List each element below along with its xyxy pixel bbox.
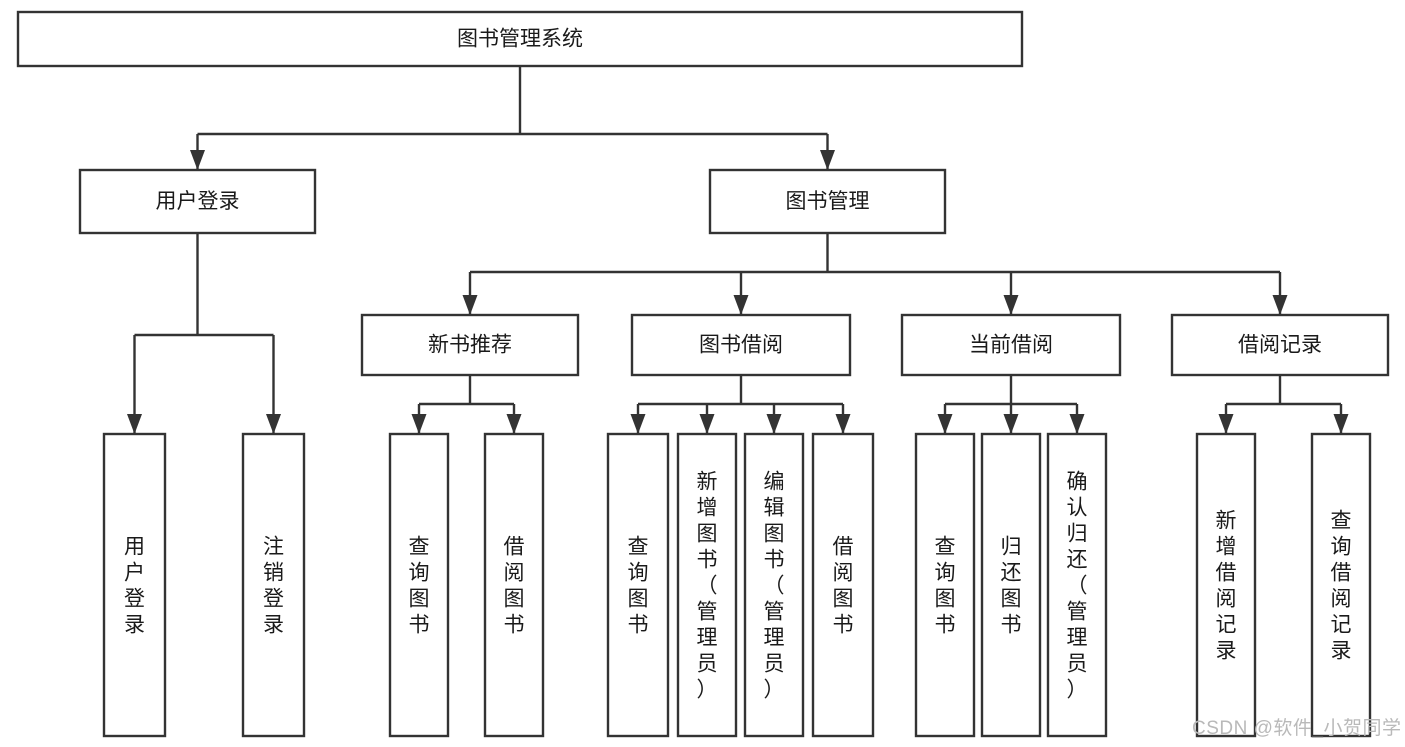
node-root[interactable]: 图书管理系统	[16, 10, 1024, 68]
node-box	[914, 432, 976, 738]
node-box	[630, 313, 852, 377]
arrow-head-icon	[1003, 295, 1019, 315]
arrow-head-icon	[1272, 295, 1288, 315]
node-leaf-user-login[interactable]: 用户登录	[102, 432, 167, 738]
node-box	[743, 432, 805, 738]
arrow-head-icon	[1333, 414, 1349, 434]
arrow-head-icon	[1218, 414, 1234, 434]
arrow-head-icon	[699, 414, 715, 434]
arrow-head-icon	[766, 414, 782, 434]
node-box	[980, 432, 1042, 738]
arrow-head-icon	[937, 414, 953, 434]
arrow-head-icon	[733, 295, 749, 315]
node-box	[241, 432, 306, 738]
node-leaf-current-return[interactable]: 归还图书	[980, 432, 1042, 738]
arrow-head-icon	[820, 150, 835, 170]
node-box	[606, 432, 670, 738]
node-leaf-borrow-lend[interactable]: 借阅图书	[811, 432, 875, 738]
node-box	[1170, 313, 1390, 377]
node-label: 用户登录	[124, 535, 145, 636]
arrow-head-icon	[127, 414, 142, 434]
arrow-head-icon	[1069, 414, 1085, 434]
node-borrow[interactable]: 图书借阅	[630, 313, 852, 377]
node-box	[708, 168, 947, 235]
node-label: 确认归还（管理员）	[1067, 470, 1088, 701]
node-label: 查询图书	[935, 535, 956, 636]
node-current[interactable]: 当前借阅	[900, 313, 1122, 377]
arrow-head-icon	[411, 414, 427, 434]
node-box	[102, 432, 167, 738]
arrow-head-icon	[630, 414, 646, 434]
node-label: 当前借阅	[969, 334, 1053, 357]
node-login[interactable]: 用户登录	[78, 168, 317, 235]
node-leaf-current-confirm[interactable]: 确认归还（管理员）	[1046, 432, 1108, 738]
node-label: 借阅记录	[1238, 334, 1322, 357]
node-label: 编辑图书（管理员）	[764, 470, 785, 701]
arrow-head-icon	[266, 414, 281, 434]
node-bookmgmt[interactable]: 图书管理	[708, 168, 947, 235]
node-label: 用户登录	[156, 190, 240, 213]
node-label: 新增图书（管理员）	[697, 470, 718, 701]
node-label: 借阅图书	[833, 535, 854, 636]
node-leaf-records-query[interactable]: 查询借阅记录	[1310, 432, 1372, 738]
node-box	[811, 432, 875, 738]
node-label: 新书推荐	[428, 334, 512, 357]
node-leaf-user-logout[interactable]: 注销登录	[241, 432, 306, 738]
node-label: 新增借阅记录	[1216, 509, 1237, 662]
node-label: 注销登录	[263, 535, 284, 636]
node-label: 图书管理	[786, 190, 870, 213]
arrow-head-icon	[1003, 414, 1019, 434]
node-box	[483, 432, 545, 738]
node-leaf-borrow-add[interactable]: 新增图书（管理员）	[676, 432, 738, 738]
csdn-watermark: CSDN @软件_小贺同学	[1192, 718, 1402, 739]
node-leaf-current-query[interactable]: 查询图书	[914, 432, 976, 738]
node-layer: 图书管理系统用户登录图书管理新书推荐图书借阅当前借阅借阅记录用户登录注销登录查询…	[16, 10, 1390, 738]
arrow-head-icon	[190, 150, 205, 170]
node-label: 查询图书	[409, 535, 430, 636]
node-box	[78, 168, 317, 235]
node-label: 归还图书	[1001, 535, 1022, 636]
arrow-head-icon	[462, 295, 478, 315]
node-leaf-borrow-query[interactable]: 查询图书	[606, 432, 670, 738]
node-leaf-records-add[interactable]: 新增借阅记录	[1195, 432, 1257, 738]
arrow-head-icon	[835, 414, 851, 434]
node-box	[1195, 432, 1257, 738]
node-box	[676, 432, 738, 738]
node-box	[900, 313, 1122, 377]
connector-layer	[127, 66, 1349, 434]
node-records[interactable]: 借阅记录	[1170, 313, 1390, 377]
node-label: 借阅图书	[504, 535, 525, 636]
node-label: 查询借阅记录	[1331, 509, 1352, 662]
node-box	[1046, 432, 1108, 738]
arrow-head-icon	[506, 414, 522, 434]
node-label: 图书借阅	[699, 334, 783, 357]
node-leaf-borrow-edit[interactable]: 编辑图书（管理员）	[743, 432, 805, 738]
node-label: 查询图书	[628, 535, 649, 636]
node-newbook[interactable]: 新书推荐	[360, 313, 580, 377]
node-box	[1310, 432, 1372, 738]
node-box	[388, 432, 450, 738]
node-label: 图书管理系统	[457, 28, 583, 51]
node-leaf-newbook-query[interactable]: 查询图书	[388, 432, 450, 738]
node-box	[360, 313, 580, 377]
node-leaf-newbook-borrow[interactable]: 借阅图书	[483, 432, 545, 738]
node-box	[16, 10, 1024, 68]
